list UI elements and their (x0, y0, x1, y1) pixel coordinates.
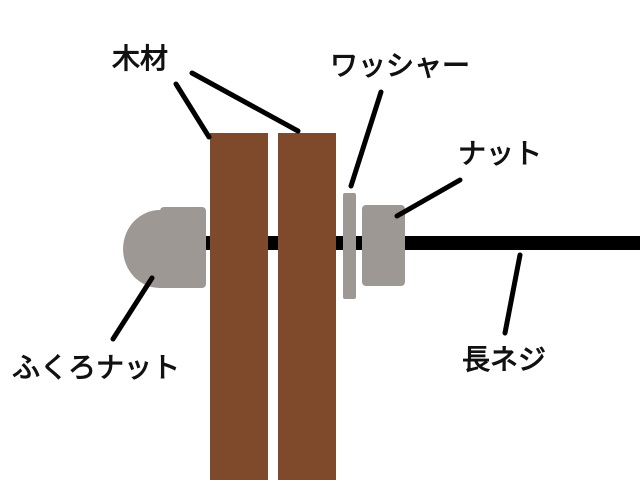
leader-line-wood-left (173, 81, 212, 140)
washer (343, 193, 356, 299)
leader-line-long-bolt (502, 252, 523, 336)
cap-nut-hex (160, 207, 206, 288)
label-wood: 木材 (112, 42, 169, 75)
leader-line-cap-nut (110, 275, 155, 342)
label-washer: ワッシャー (330, 49, 471, 82)
nut (362, 205, 405, 286)
label-nut: ナット (458, 137, 543, 170)
wood-board-right (278, 133, 336, 480)
leader-line-nut (394, 177, 463, 219)
label-cap-nut: ふくろナット (12, 351, 181, 384)
leader-line-wood-right (189, 70, 301, 134)
label-long-bolt: 長ネジ (462, 343, 547, 376)
wood-board-left (210, 133, 268, 480)
cap-nut (123, 207, 206, 288)
leader-line-washer (348, 89, 384, 189)
